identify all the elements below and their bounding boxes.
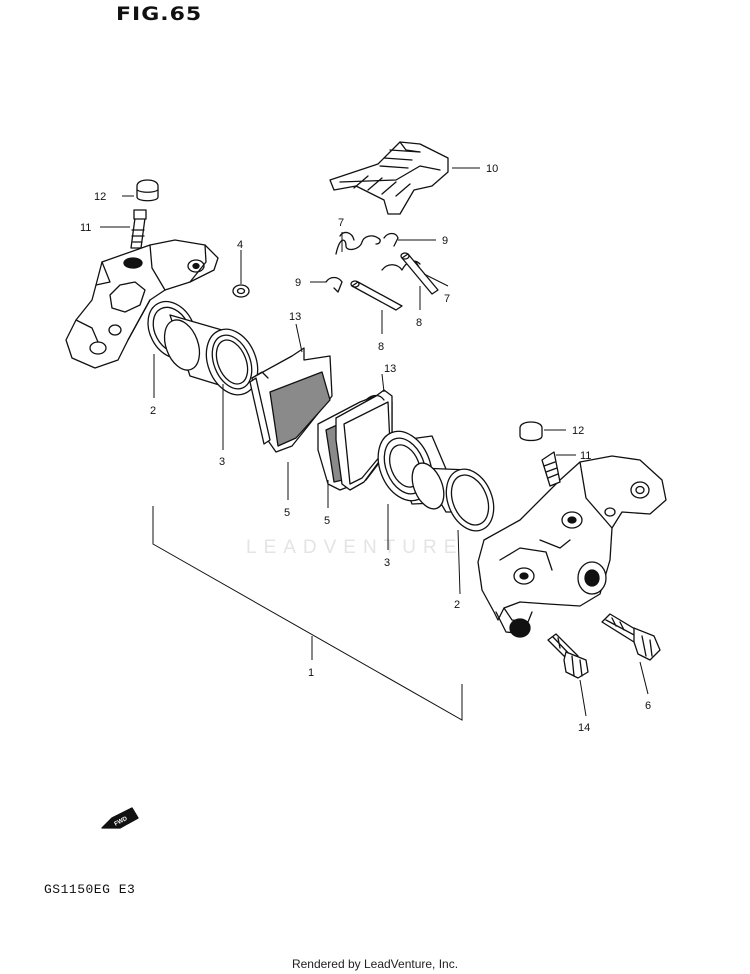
pin-clip-left (325, 276, 343, 293)
right-piston-seal (411, 462, 495, 532)
callout-14: 14 (578, 722, 590, 734)
bleeder-valve-upper (130, 209, 147, 249)
brake-pad-shim-left (249, 377, 271, 445)
callout-8-right: 8 (416, 317, 422, 329)
callout-11-lower: 11 (580, 450, 591, 462)
model-code: GS1150EG E3 (44, 882, 136, 897)
callout-13-left: 13 (289, 311, 301, 323)
callout-2-left: 2 (150, 405, 156, 417)
callout-3-left: 3 (219, 456, 225, 468)
footer-credit: Rendered by LeadVenture, Inc. (291, 957, 459, 971)
bleeder-valve-lower (541, 451, 561, 487)
bleeder-cap-lower (519, 421, 543, 442)
callout-2-right: 2 (454, 599, 460, 611)
pad-pin-right (400, 252, 439, 295)
callout-9-left: 9 (295, 277, 301, 289)
washer (232, 284, 250, 298)
mounting-bolt-6 (601, 613, 661, 661)
callout-10: 10 (486, 163, 498, 175)
callout-labels: 12 11 4 2 3 13 5 13 5 3 2 10 7 7 8 8 9 9… (80, 163, 651, 828)
callout-7-upper: 7 (338, 217, 344, 229)
callout-6: 6 (645, 700, 651, 712)
pad-pin-left (350, 280, 403, 311)
callout-3-right: 3 (384, 557, 390, 569)
right-caliper-housing (477, 455, 667, 638)
callout-7-lower: 7 (444, 293, 450, 305)
callout-4: 4 (237, 239, 243, 251)
pad-spring (329, 141, 449, 215)
figure-title: FIG.65 (116, 4, 203, 26)
pin-clip-right (383, 232, 399, 247)
leader-lines (100, 167, 649, 721)
callout-11-upper: 11 (80, 222, 91, 234)
watermark: LEADVENTURE (246, 537, 464, 558)
brake-pad-left-outer (251, 347, 333, 453)
forward-arrow (101, 807, 139, 829)
bleeder-cap-upper (136, 179, 159, 202)
callout-5-left: 5 (284, 507, 290, 519)
callout-13-right: 13 (384, 363, 396, 375)
left-piston (163, 314, 259, 396)
callout-12-lower: 12 (572, 425, 584, 437)
callout-8-left: 8 (378, 341, 384, 353)
callout-12-upper: 12 (94, 191, 106, 203)
callout-9-right: 9 (442, 235, 448, 247)
callout-5-right: 5 (324, 515, 330, 527)
mounting-bolt-14 (547, 633, 589, 679)
callout-1: 1 (308, 667, 314, 679)
left-caliper-housing (65, 239, 219, 369)
retaining-clip-upper-left (335, 231, 381, 255)
